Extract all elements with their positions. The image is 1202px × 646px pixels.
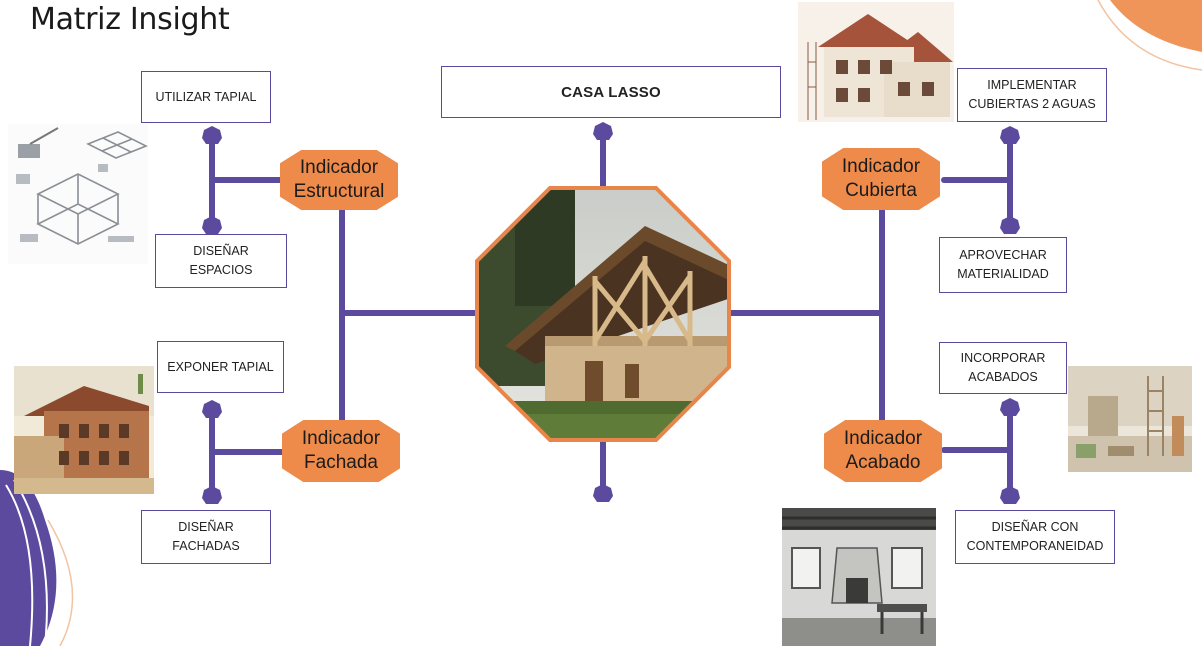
- action-incorporar-acabados: INCORPORAR ACABADOS: [939, 342, 1067, 394]
- indicator-estructural: Indicador Estructural: [280, 150, 398, 210]
- top-right-orange-blob: [1110, 0, 1202, 52]
- action-disenar-espacios: DISEÑAR ESPACIOS: [155, 234, 287, 288]
- indicator-fachada: Indicador Fachada: [282, 420, 400, 482]
- bottom-left-peach-curve: [47, 519, 74, 646]
- action-aprovechar-materialidad: APROVECHAR MATERIALIDAD: [939, 237, 1067, 293]
- action-implementar-cubiertas: IMPLEMENTAR CUBIERTAS 2 AGUAS: [957, 68, 1107, 122]
- center-title-box: CASA LASSO: [441, 66, 781, 118]
- rustic-interior-illustration: [782, 508, 936, 646]
- top-right-outline-curve: [1097, 0, 1202, 71]
- indicator-cubierta: Indicador Cubierta: [822, 148, 940, 210]
- bottom-left-white-stroke-2: [13, 479, 48, 646]
- node-marker: [202, 126, 222, 144]
- facade-house-illustration: [14, 366, 154, 494]
- indicator-acabado: Indicador Acabado: [824, 420, 942, 482]
- action-disenar-contemporaneidad: DISEÑAR CON CONTEMPORANEIDAD: [955, 510, 1115, 564]
- roof-house-illustration: [798, 2, 954, 122]
- bottom-left-purple-blob: [0, 470, 57, 646]
- node-marker: [1000, 216, 1020, 234]
- node-marker: [593, 484, 613, 502]
- node-marker: [202, 216, 222, 234]
- finishes-workshop-illustration: [1068, 366, 1192, 472]
- node-marker: [1000, 398, 1020, 416]
- action-disenar-fachadas: DISEÑAR FACHADAS: [141, 510, 271, 564]
- structural-frame-illustration: [8, 124, 148, 264]
- node-marker: [593, 122, 613, 140]
- node-marker: [202, 400, 222, 418]
- center-house-photo: [475, 186, 731, 442]
- action-exponer-tapial: EXPONER TAPIAL: [157, 341, 284, 393]
- bottom-left-white-stroke-1: [5, 484, 34, 646]
- action-utilizar-tapial: UTILIZAR TAPIAL: [141, 71, 271, 123]
- slide-title: Matriz Insight: [30, 2, 230, 37]
- node-marker: [1000, 486, 1020, 504]
- node-marker: [202, 486, 222, 504]
- node-marker: [1000, 126, 1020, 144]
